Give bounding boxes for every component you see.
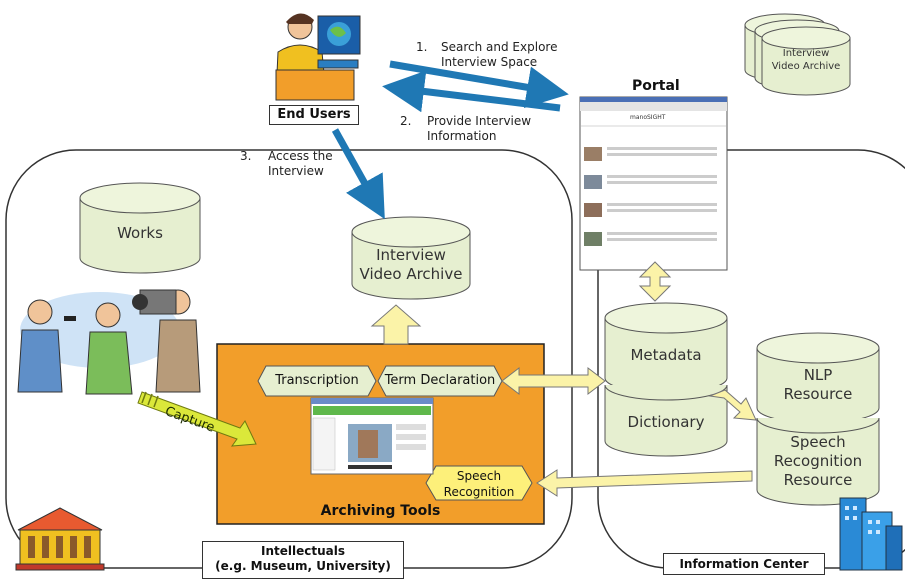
- portal-title: Portal: [632, 78, 680, 94]
- capture-arrow: [137, 391, 257, 447]
- nlp-label: NLP Resource: [757, 366, 879, 404]
- interview-people-icon: [17, 289, 201, 395]
- transcription-label: Transcription: [275, 373, 359, 388]
- step2-line2: Information: [427, 129, 497, 143]
- speech-recognition-tool-line1: Speech: [456, 469, 502, 483]
- term-declaration-hexagon: [377, 365, 503, 397]
- works-cylinder: [79, 182, 201, 274]
- speech-resource-line2: Recognition: [773, 452, 863, 470]
- archiving-tools-title: Archiving Tools: [320, 503, 441, 519]
- portal-site-name: manoSIGHT: [630, 114, 666, 121]
- access-arrow: [331, 128, 385, 220]
- nlp-cylinder: [756, 332, 880, 424]
- interview-archive-cylinder: [351, 216, 471, 300]
- step1-line2: Interview Space: [441, 55, 538, 69]
- archive-stack-line1: Interview: [782, 48, 830, 59]
- step1-line1: Search and Explore: [441, 40, 558, 54]
- speech-resource-line3: Resource: [783, 471, 853, 489]
- speech-recognition-tool-line2: Recognition: [443, 485, 515, 499]
- dictionary-label: Dictionary: [627, 413, 705, 431]
- museum-building-icon: [15, 507, 105, 571]
- up-arrow-to-archive: [370, 304, 422, 345]
- speech-recognition-tool-label: Speech Recognition: [426, 468, 532, 500]
- nlp-line1: NLP: [803, 366, 833, 384]
- dictionary-cylinder: [604, 384, 728, 457]
- transcription-hexagon: [257, 365, 377, 397]
- portal-metadata-arrow: [638, 261, 672, 302]
- provide-arrow: [382, 70, 561, 113]
- dictionary-nlp-arrow: [708, 389, 757, 421]
- speech-resource-line1: Speech: [790, 433, 846, 451]
- term-declaration-label: Term Declaration: [384, 373, 496, 388]
- archive-stack-line2: Video Archive: [771, 61, 841, 72]
- speech-feedback-arrow: [536, 469, 753, 497]
- archive-stack-cylinder: [744, 13, 851, 96]
- step3-line1: Access the: [268, 149, 333, 163]
- end-users-label: End Users: [269, 105, 359, 125]
- computer-user-icon: [275, 13, 361, 101]
- intellectuals-label: Intellectuals (e.g. Museum, University): [202, 541, 404, 579]
- step3-line2: Interview: [268, 164, 324, 178]
- metadata-cylinder: [604, 302, 728, 394]
- step3-number: 3.: [240, 149, 252, 163]
- speech-resource-label: Speech Recognition Resource: [757, 433, 879, 490]
- nlp-line2: Resource: [783, 385, 853, 403]
- speech-recognition-hexagon: [425, 465, 533, 501]
- step2-line1: Provide Interview: [427, 114, 532, 128]
- office-building-icon: [839, 497, 903, 571]
- interview-archive-line1: Interview: [376, 246, 446, 264]
- term-metadata-arrow: [501, 366, 606, 396]
- archive-stack-label: Interview Video Archive: [762, 47, 850, 73]
- metadata-label: Metadata: [630, 346, 702, 364]
- step1-number: 1.: [416, 40, 428, 54]
- search-arrow: [389, 60, 569, 109]
- intellectuals-line1: Intellectuals: [261, 544, 345, 558]
- works-label: Works: [117, 224, 163, 242]
- info-center-label: Information Center: [663, 553, 825, 575]
- portal-screenshot: [579, 96, 728, 271]
- archiving-app-screenshot: [310, 397, 434, 475]
- interview-archive-line2: Video Archive: [359, 265, 463, 283]
- interview-archive-label: Interview Video Archive: [352, 246, 470, 284]
- step2-number: 2.: [400, 114, 412, 128]
- intellectuals-line2: (e.g. Museum, University): [215, 559, 391, 573]
- speech-resource-cylinder: [756, 417, 880, 506]
